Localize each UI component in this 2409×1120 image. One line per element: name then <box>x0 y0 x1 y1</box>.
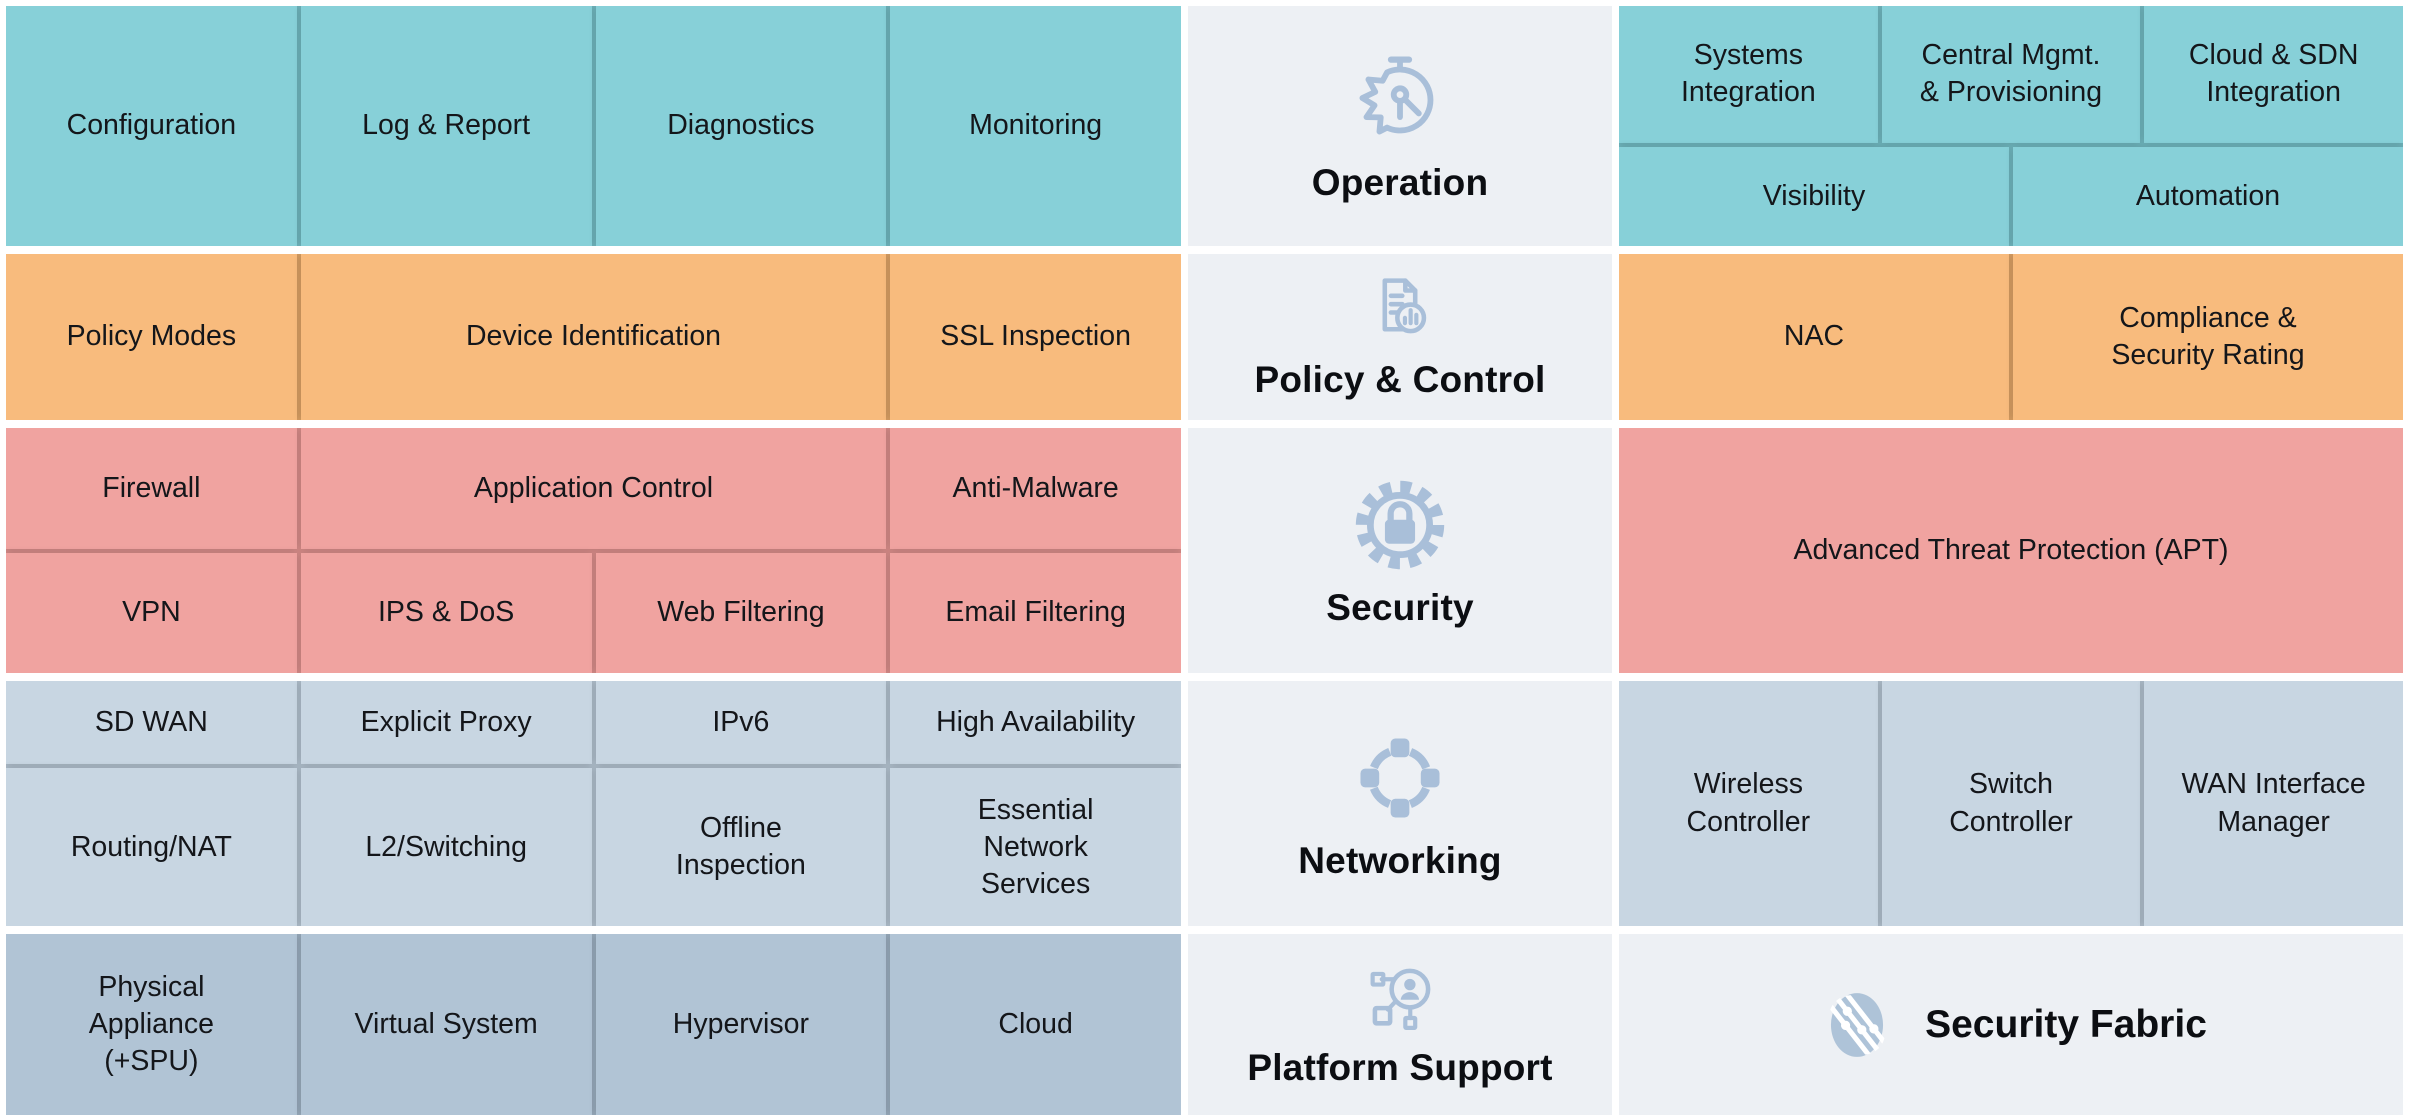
category-label: Security <box>1326 586 1474 628</box>
cell-explicit-proxy: Explicit Proxy <box>300 681 592 765</box>
cell-ips-dos: IPS & DoS <box>300 552 592 673</box>
cell-compliance-security-rating: Compliance & Security Rating <box>2013 254 2403 420</box>
cell-vpn: VPN <box>6 552 297 673</box>
document-report-icon <box>1382 278 1427 334</box>
category-label: Policy & Control <box>1254 359 1546 400</box>
category-label: Platform Support <box>1247 1046 1553 1088</box>
cell-switch-controller: Switch Controller <box>1881 681 2141 926</box>
cell-l2-switching: L2/Switching <box>300 768 592 926</box>
cell-physical-appliance-spu: Physical Appliance (+SPU) <box>6 934 297 1115</box>
cell-policy-modes: Policy Modes <box>6 254 297 420</box>
cell-diagnostics: Diagnostics <box>595 6 887 246</box>
security-fabric-logo <box>1824 985 1892 1063</box>
cell-offline-inspection: Offline Inspection <box>595 768 887 926</box>
cell-routing-nat: Routing/NAT <box>6 768 297 926</box>
category-networking: Networking <box>1188 681 1612 926</box>
cell-monitoring: Monitoring <box>890 6 1181 246</box>
cell-wireless-controller: Wireless Controller <box>1619 681 1878 926</box>
cell-cloud: Cloud <box>890 934 1181 1115</box>
policy-right-section: NAC Compliance & Security Rating <box>1619 254 2403 420</box>
security-left-section: Firewall Application Control Anti-Malwar… <box>6 428 1181 673</box>
cell-hypervisor: Hypervisor <box>595 934 887 1115</box>
stopwatch-gear-icon <box>1359 56 1434 135</box>
cell-ipv6: IPv6 <box>595 681 887 765</box>
security-fabric-label: Security Fabric <box>1925 1002 2207 1046</box>
cell-high-availability: High Availability <box>890 681 1181 765</box>
cell-device-identification: Device Identification <box>300 254 887 420</box>
operation-left-section: Configuration Log & Report Diagnostics M… <box>6 6 1181 246</box>
platform-left-section: Physical Appliance (+SPU) Virtual System… <box>6 934 1181 1115</box>
cell-central-mgmt-provisioning: Central Mgmt. & Provisioning <box>1881 6 2141 143</box>
cell-log-report: Log & Report <box>300 6 592 246</box>
operation-right-section: Systems Integration Central Mgmt. & Prov… <box>1619 6 2403 246</box>
networking-right-section: Wireless Controller Switch Controller WA… <box>1619 681 2403 926</box>
policy-left-section: Policy Modes Device Identification SSL I… <box>6 254 1181 420</box>
cell-advanced-threat-protection: Advanced Threat Protection (APT) <box>1619 428 2403 673</box>
security-fabric-section: Security Fabric <box>1619 934 2403 1115</box>
category-label: Operation <box>1311 162 1489 203</box>
cell-cloud-sdn-integration: Cloud & SDN Integration <box>2144 6 2403 143</box>
cell-web-filtering: Web Filtering <box>595 552 887 673</box>
cell-email-filtering: Email Filtering <box>890 552 1181 673</box>
category-security: Security <box>1188 428 1612 673</box>
cell-nac: NAC <box>1619 254 2009 420</box>
networking-left-section: SD WAN Explicit Proxy IPv6 High Availabi… <box>6 681 1181 926</box>
cell-sd-wan: SD WAN <box>6 681 297 765</box>
network-nodes-icon <box>1360 737 1440 818</box>
cell-configuration: Configuration <box>6 6 297 246</box>
user-network-icon <box>1370 968 1431 1030</box>
category-policy-control: Policy & Control <box>1188 254 1612 420</box>
cell-firewall: Firewall <box>6 428 297 549</box>
cell-systems-integration: Systems Integration <box>1619 6 1878 143</box>
category-operation: Operation <box>1188 6 1612 246</box>
cell-automation: Automation <box>2013 146 2403 246</box>
cell-ssl-inspection: SSL Inspection <box>890 254 1181 420</box>
category-platform-support: Platform Support <box>1188 934 1612 1115</box>
cell-wan-interface-manager: WAN Interface Manager <box>2144 681 2403 926</box>
cell-essential-network-services: Essential Network Services <box>890 768 1181 926</box>
category-label: Networking <box>1298 839 1502 881</box>
cell-virtual-system: Virtual System <box>300 934 592 1115</box>
cell-application-control: Application Control <box>300 428 887 549</box>
cell-visibility: Visibility <box>1619 146 2009 246</box>
security-right-section: Advanced Threat Protection (APT) <box>1619 428 2403 673</box>
cell-anti-malware: Anti-Malware <box>890 428 1181 549</box>
gear-lock-icon <box>1355 480 1445 569</box>
